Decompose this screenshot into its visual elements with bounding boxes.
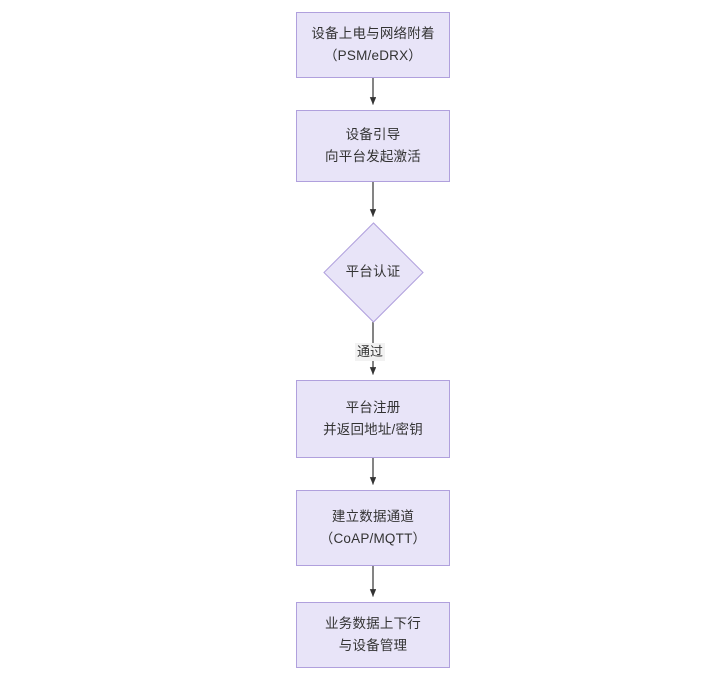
node-bootstrap-line-1: 设备引导 bbox=[345, 127, 401, 143]
node-platform-auth[interactable]: 平台认证 bbox=[322, 221, 424, 323]
node-data-channel-line-2: （CoAP/MQTT） bbox=[319, 531, 427, 546]
node-platform-auth-line-1: 平台认证 bbox=[345, 264, 401, 280]
node-business-data-line-1: 业务数据上下行 bbox=[325, 616, 421, 632]
node-bootstrap[interactable]: 设备引导 向平台发起激活 bbox=[296, 110, 450, 182]
node-platform-register[interactable]: 平台注册 并返回地址/密钥 bbox=[296, 380, 450, 458]
node-business-data[interactable]: 业务数据上下行 与设备管理 bbox=[296, 602, 450, 668]
node-data-channel-line-1: 建立数据通道 bbox=[331, 509, 415, 525]
node-data-channel[interactable]: 建立数据通道 （CoAP/MQTT） bbox=[296, 490, 450, 566]
node-business-data-line-2: 与设备管理 bbox=[338, 638, 408, 653]
edge-label-pass: 通过 bbox=[355, 343, 386, 362]
node-power-on-line-2: （PSM/eDRX） bbox=[323, 48, 423, 63]
node-bootstrap-line-2: 向平台发起激活 bbox=[325, 149, 421, 164]
node-power-on[interactable]: 设备上电与网络附着 （PSM/eDRX） bbox=[296, 12, 450, 78]
node-power-on-line-1: 设备上电与网络附着 bbox=[311, 26, 435, 42]
node-platform-register-line-2: 并返回地址/密钥 bbox=[323, 422, 423, 437]
node-platform-register-line-1: 平台注册 bbox=[345, 400, 401, 416]
